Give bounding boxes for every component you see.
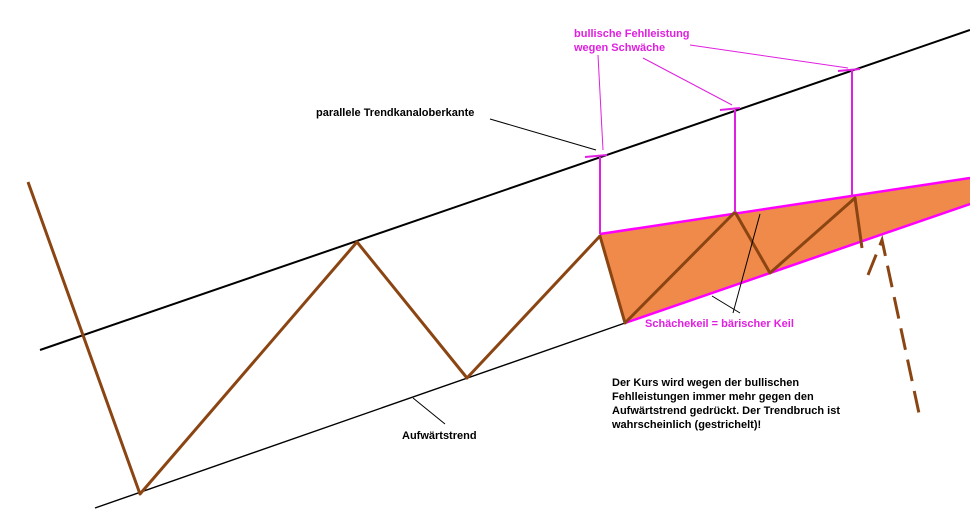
parallel-leader [489, 118, 597, 151]
wedge-leader-1 [732, 213, 761, 314]
upper-channel-line [39, 29, 970, 351]
parallel-label: parallele Trendkanaloberkante [316, 107, 475, 119]
failure-leader-3 [689, 44, 849, 69]
failure-tick-2 [719, 107, 741, 111]
wedge-label: Schächekeil = bärischer Keil [645, 318, 794, 330]
failure-label: bullische Fehlleistung wegen Schwäche [574, 28, 690, 54]
failure-leader-1 [597, 54, 604, 151]
wedge-area [600, 178, 970, 323]
wedge-lower-border [624, 202, 970, 325]
uptrend-leader [412, 397, 446, 425]
explanation-text: Der Kurs wird wegen der bullischen Fehll… [612, 377, 840, 431]
uptrend-label: Aufwärtstrend [402, 430, 477, 442]
failure-tick-1 [584, 154, 608, 158]
wedge-upper-border [599, 176, 970, 236]
failure-tick-3 [837, 68, 861, 72]
lower-trend-line [94, 322, 626, 509]
price-path [26, 181, 864, 496]
failure-leader-2 [642, 57, 733, 106]
wedge-leader-2 [711, 295, 741, 314]
projected-break-dashed [866, 234, 922, 419]
